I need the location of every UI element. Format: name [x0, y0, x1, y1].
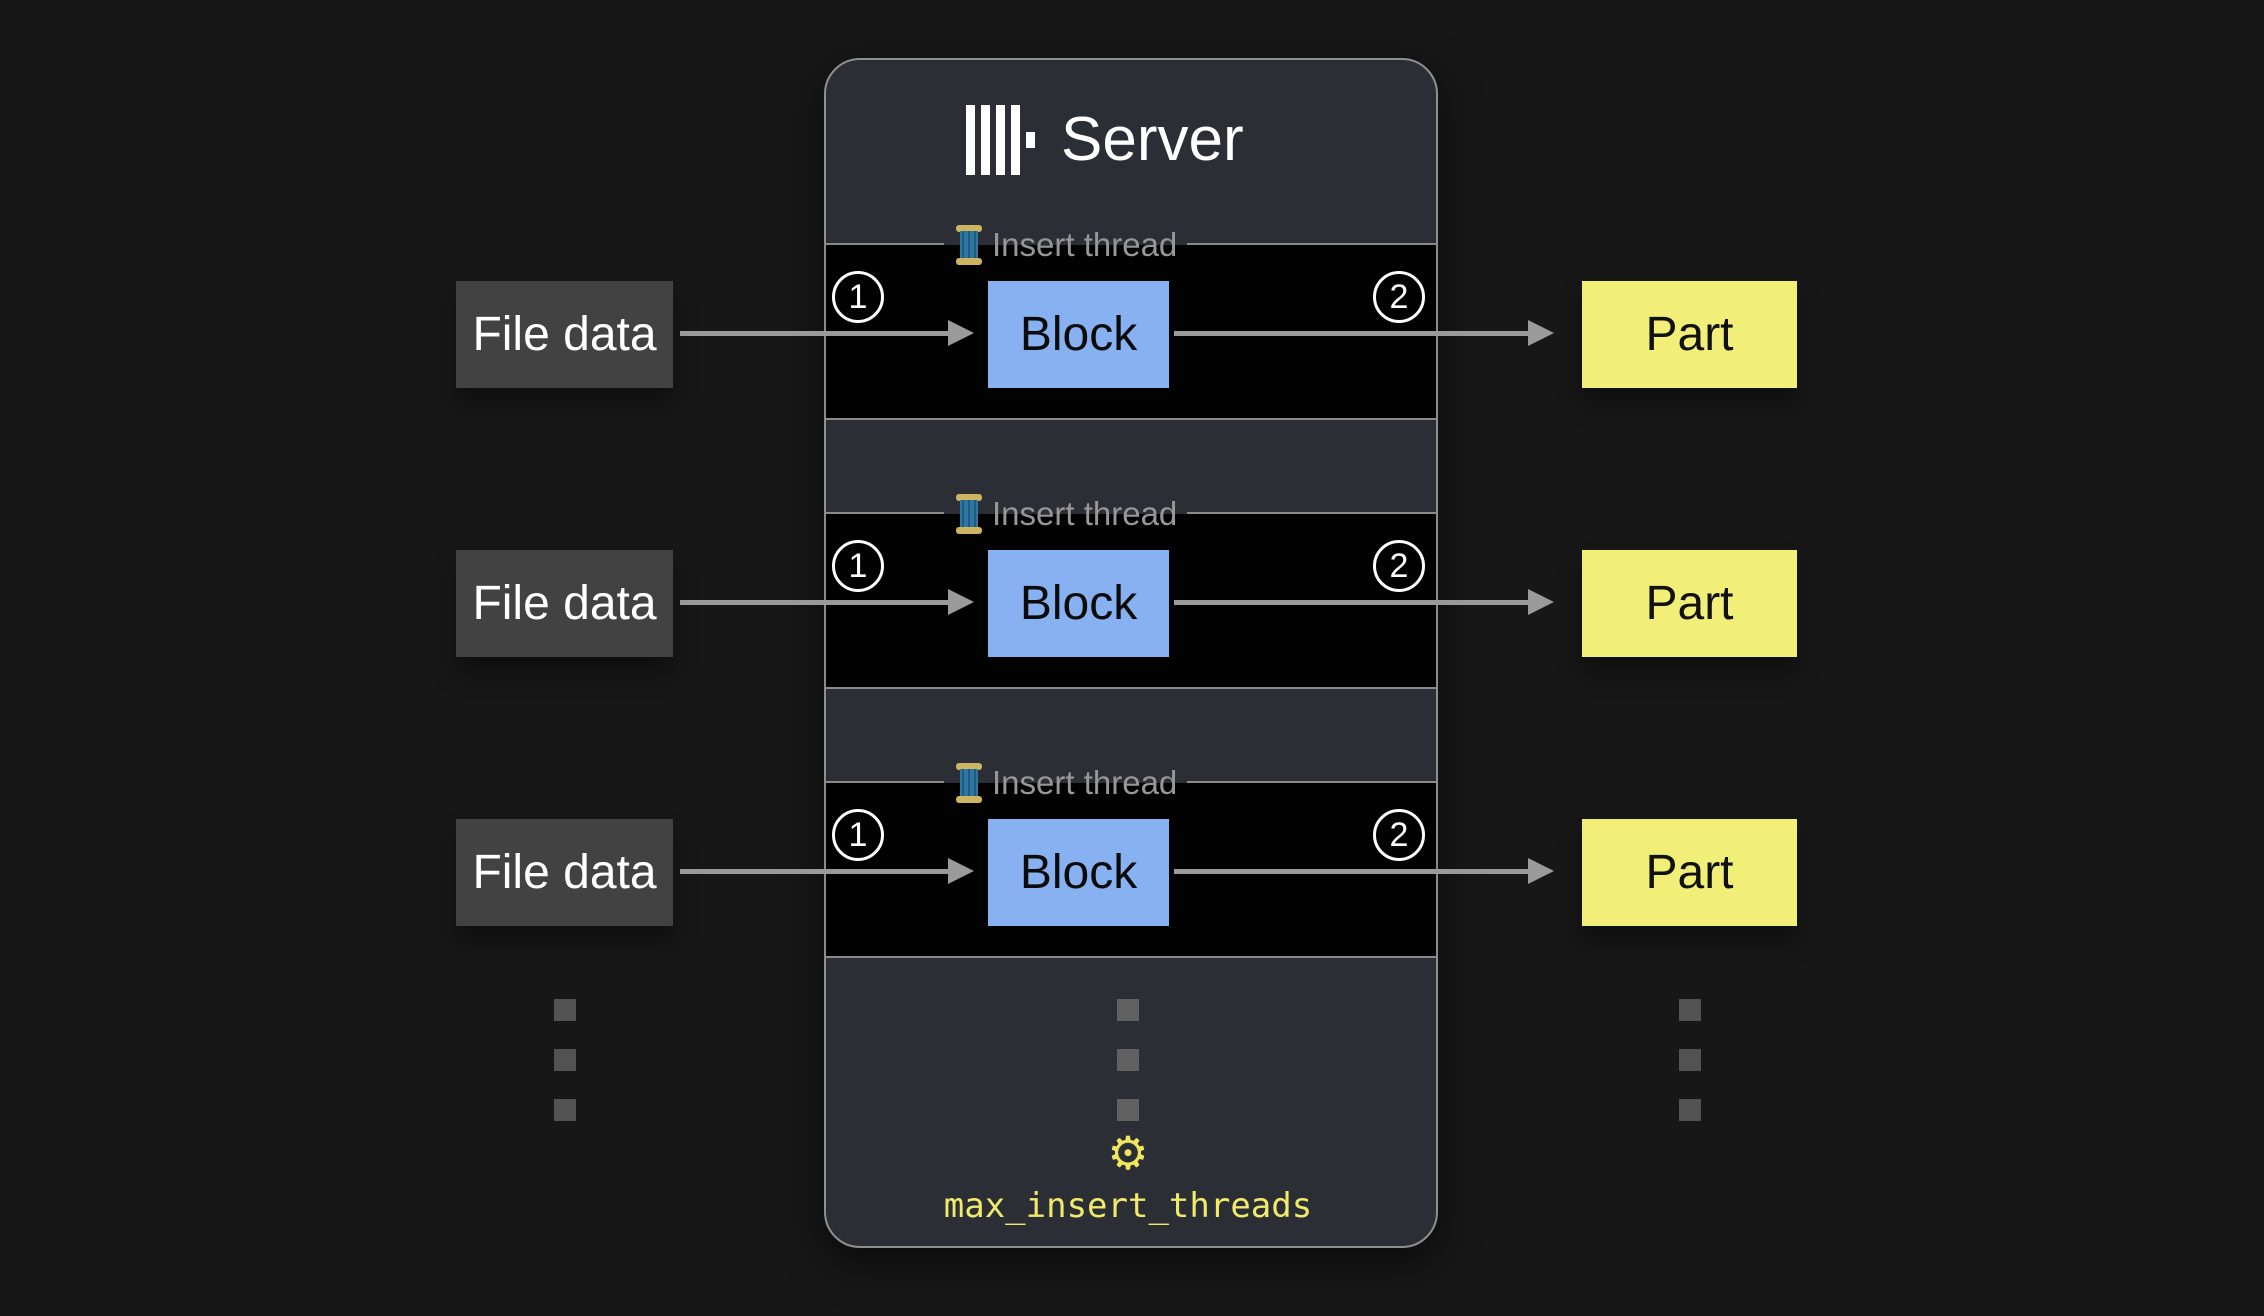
block-box: Block — [988, 281, 1169, 388]
insert-thread-row: Insert thread 1 Block 2 — [824, 223, 1438, 420]
clickhouse-logo-icon — [966, 105, 1035, 175]
arrowhead-file-to-block — [948, 858, 974, 884]
server-title: Server — [1061, 105, 1244, 174]
arrow-file-to-block — [680, 600, 948, 605]
ellipsis-dot — [554, 1099, 576, 1121]
arrowhead-block-to-part — [1528, 320, 1554, 346]
arrowhead-file-to-block — [948, 589, 974, 615]
arrow-file-to-block — [680, 869, 948, 874]
step-two-badge: 2 — [1373, 809, 1425, 861]
file-data-box: File data — [456, 281, 673, 388]
block-box: Block — [988, 819, 1169, 926]
part-box: Part — [1582, 819, 1797, 926]
part-box: Part — [1582, 281, 1797, 388]
insert-thread-label-text: Insert thread — [992, 495, 1178, 532]
step-two-badge: 2 — [1373, 271, 1425, 323]
ellipsis-dot — [1679, 999, 1701, 1021]
ellipsis-dot — [1117, 999, 1139, 1021]
arrow-file-to-block — [680, 331, 948, 336]
server-header: Server — [966, 103, 1244, 177]
ellipsis-dot — [554, 999, 576, 1021]
ellipsis-dot — [1679, 1049, 1701, 1071]
ellipsis-dot — [1117, 1099, 1139, 1121]
step-one-badge: 1 — [832, 540, 884, 592]
thread-spool-icon — [956, 494, 982, 534]
gear-icon: ⚙ — [1107, 1127, 1149, 1179]
file-data-box: File data — [456, 550, 673, 657]
arrowhead-block-to-part — [1528, 589, 1554, 615]
step-two-badge: 2 — [1373, 540, 1425, 592]
insert-thread-label-text: Insert thread — [992, 226, 1178, 263]
ellipsis-dot — [554, 1049, 576, 1071]
thread-spool-icon — [956, 225, 982, 265]
block-box: Block — [988, 550, 1169, 657]
step-one-badge: 1 — [832, 271, 884, 323]
step-one-badge: 1 — [832, 809, 884, 861]
arrow-block-to-part — [1174, 600, 1528, 605]
arrowhead-block-to-part — [1528, 858, 1554, 884]
file-data-box: File data — [456, 819, 673, 926]
thread-spool-icon — [956, 763, 982, 803]
max-insert-threads-setting: max_insert_threads — [943, 1186, 1313, 1226]
insert-thread-label: Insert thread — [944, 492, 1188, 536]
arrow-block-to-part — [1174, 331, 1528, 336]
insert-thread-label-text: Insert thread — [992, 764, 1178, 801]
insert-thread-label: Insert thread — [944, 223, 1188, 267]
arrowhead-file-to-block — [948, 320, 974, 346]
part-box: Part — [1582, 550, 1797, 657]
insert-thread-label: Insert thread — [944, 761, 1188, 805]
arrow-block-to-part — [1174, 869, 1528, 874]
ellipsis-dot — [1679, 1099, 1701, 1121]
ellipsis-dot — [1117, 1049, 1139, 1071]
